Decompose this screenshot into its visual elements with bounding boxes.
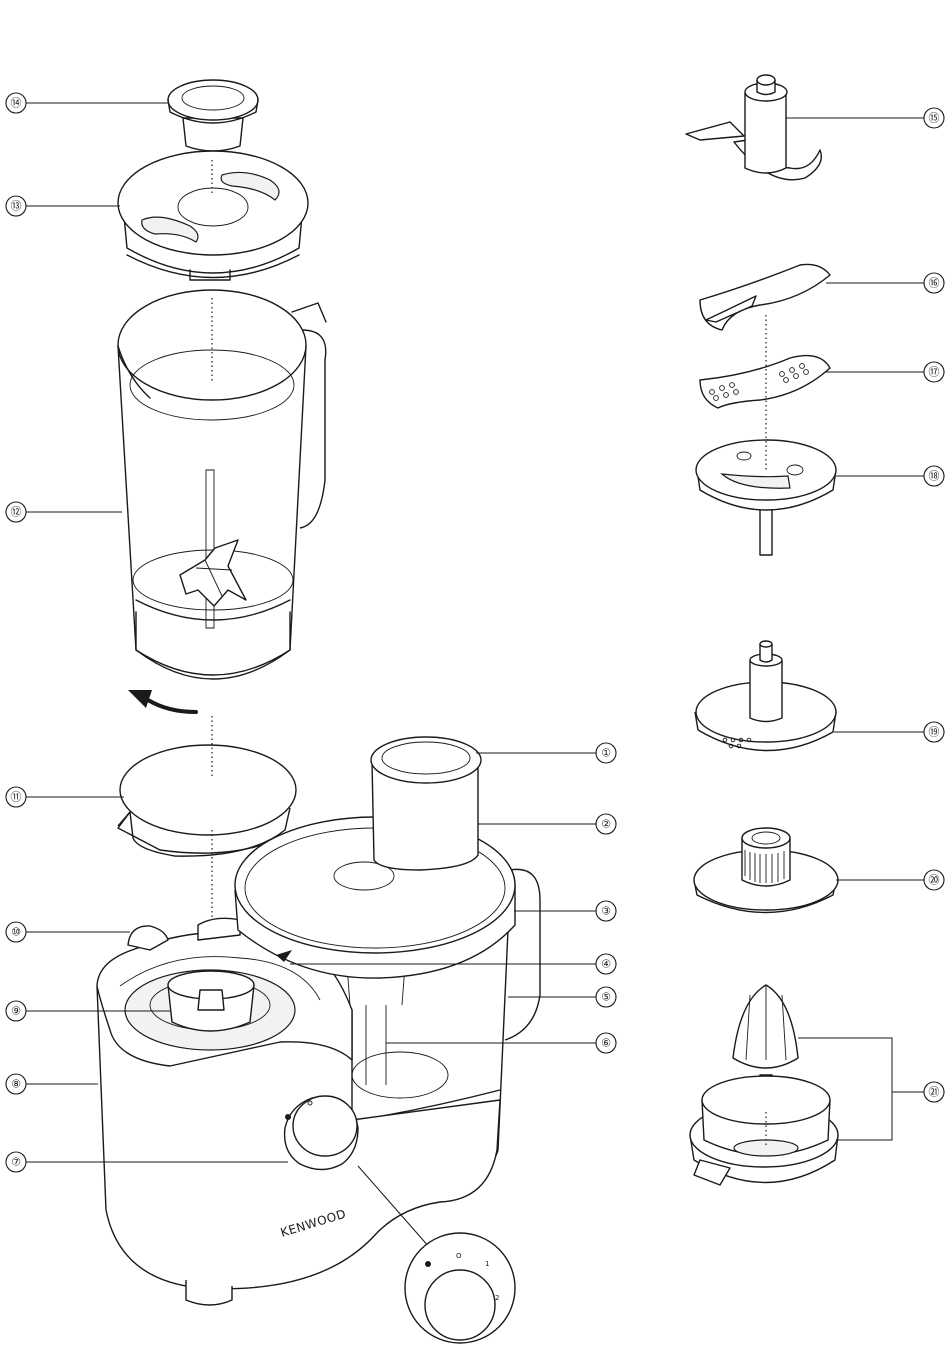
callout-c4: ④ [596, 954, 616, 974]
emulsifying-disc [694, 828, 838, 913]
svg-text:⑩: ⑩ [11, 926, 21, 939]
disc-carrier [696, 440, 836, 555]
callout-c21: ㉑ [924, 1082, 944, 1102]
callout-c8: ⑧ [6, 1074, 26, 1094]
dial-off-label: O [456, 1252, 462, 1260]
callout-c2: ② [596, 814, 616, 834]
callout-c19: ⑲ [924, 722, 944, 742]
callout-c15: ⑮ [924, 108, 944, 128]
feed-tube [371, 737, 481, 870]
svg-text:⑫: ⑫ [11, 506, 22, 519]
callout-c17: ⑰ [924, 362, 944, 382]
svg-text:⑨: ⑨ [11, 1005, 21, 1018]
svg-text:⑤: ⑤ [601, 991, 611, 1004]
svg-text:⑪: ⑪ [11, 791, 22, 804]
svg-text:⑭: ⑭ [11, 97, 22, 110]
svg-text:④: ④ [601, 958, 611, 971]
svg-text:㉑: ㉑ [929, 1086, 940, 1099]
dial-speed2-label: 2 [495, 1294, 499, 1302]
blender-lid [118, 151, 308, 280]
svg-text:①: ① [601, 747, 611, 760]
dial-speed1-label: 1 [485, 1260, 489, 1268]
callout-c10: ⑩ [6, 922, 26, 942]
callout-c13: ⑬ [6, 196, 26, 216]
svg-text:⑳: ⑳ [929, 874, 940, 887]
callout-c7: ⑦ [6, 1152, 26, 1172]
callout-c12: ⑫ [6, 502, 26, 522]
svg-text:⑧: ⑧ [11, 1078, 21, 1091]
drive-outlet-cover [118, 745, 296, 856]
callout-c3: ③ [596, 901, 616, 921]
callout-c16: ⑯ [924, 273, 944, 293]
slicing-insert [700, 264, 830, 330]
callout-c9: ⑨ [6, 1001, 26, 1021]
blender-goblet [118, 290, 326, 679]
svg-text:⑦: ⑦ [11, 1156, 21, 1169]
svg-text:③: ③ [601, 905, 611, 918]
citrus-juicer [690, 985, 838, 1185]
callout-c20: ⑳ [924, 870, 944, 890]
svg-text:⑲: ⑲ [929, 726, 940, 739]
callout-c6: ⑥ [596, 1033, 616, 1053]
knife-blade [686, 75, 821, 180]
svg-text:⑰: ⑰ [929, 366, 940, 379]
svg-text:⑱: ⑱ [929, 470, 940, 483]
svg-text:②: ② [601, 818, 611, 831]
callout-c1: ① [596, 743, 616, 763]
shredding-insert [700, 356, 830, 408]
svg-text:⑮: ⑮ [929, 112, 940, 125]
rotate-arrow-icon [128, 690, 196, 712]
callout-c14: ⑭ [6, 93, 26, 113]
callout-c18: ⑱ [924, 466, 944, 486]
svg-text:⑥: ⑥ [601, 1037, 611, 1050]
callout-c5: ⑤ [596, 987, 616, 1007]
callout-c11: ⑪ [6, 787, 26, 807]
filler-cap [168, 80, 258, 151]
svg-text:⑬: ⑬ [11, 200, 22, 213]
grating-disc [695, 641, 836, 751]
svg-text:⑯: ⑯ [929, 277, 940, 290]
